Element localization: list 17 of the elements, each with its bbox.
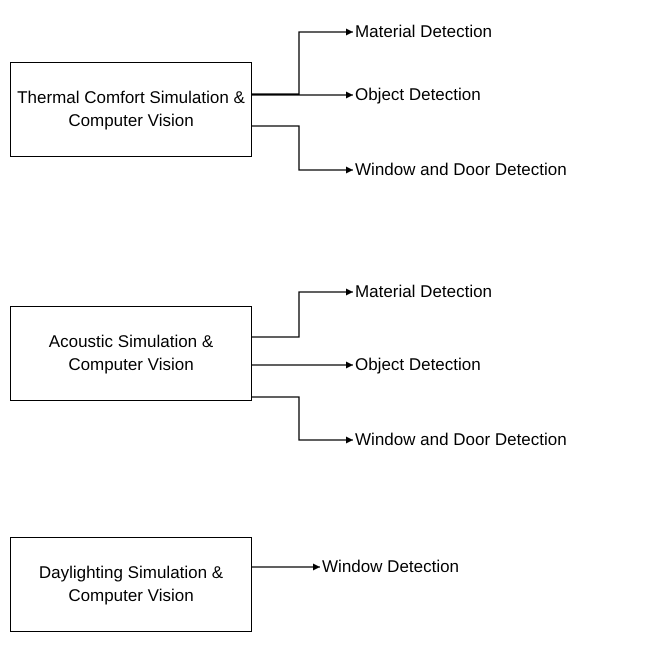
output-label: Window and Door Detection — [355, 430, 567, 450]
output-label: Material Detection — [355, 22, 492, 42]
arrow — [252, 92, 353, 98]
output-label: Window and Door Detection — [355, 160, 567, 180]
arrow — [252, 28, 353, 95]
arrow — [252, 396, 353, 444]
output-label: Window Detection — [322, 557, 460, 577]
output-label: Material Detection — [355, 282, 492, 302]
process-box: Thermal Comfort Simulation & Computer Vision — [10, 62, 252, 157]
arrow — [252, 362, 353, 368]
output-label: Object Detection — [355, 85, 481, 105]
process-box: Acoustic Simulation & Computer Vision — [10, 306, 252, 401]
output-label: Object Detection — [355, 355, 481, 375]
process-box: Daylighting Simulation & Computer Vision — [10, 537, 252, 632]
arrow — [252, 125, 353, 174]
arrow — [252, 288, 353, 338]
arrow — [252, 564, 320, 570]
